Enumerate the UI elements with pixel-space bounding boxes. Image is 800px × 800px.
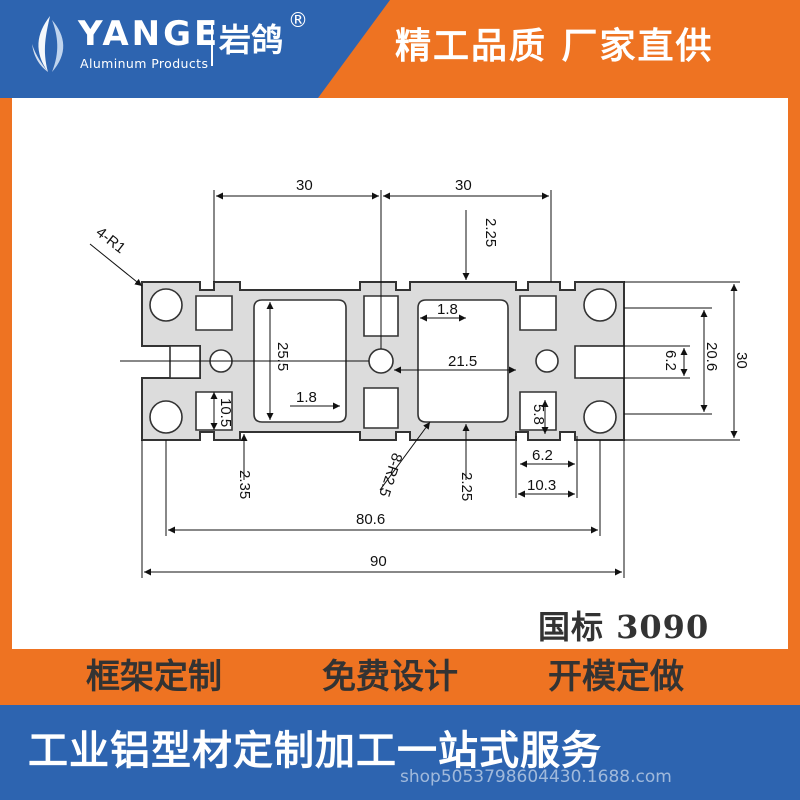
profile-drawing: 30 30 2.25 4-R1 1.8 25.5 1.8 21.5 10.5 2… — [89, 177, 750, 578]
slot-left — [169, 345, 201, 379]
corner-bore-bl — [149, 400, 183, 434]
dim-corner-radius: 4-R1 — [93, 224, 129, 257]
brand-subtitle: Aluminum Products — [80, 56, 209, 71]
header-slogan: 精工品质 厂家直供 — [395, 26, 714, 67]
dim-top-left-width: 30 — [296, 177, 313, 194]
dim-wall-thickness: 1.8 — [437, 301, 458, 318]
dim-groove-depth: 10.5 — [217, 398, 234, 427]
features-band: 框架定制 免费设计 开模定做 — [0, 649, 800, 705]
corner-bore-br — [583, 400, 617, 434]
dim-inner-width: 80.6 — [356, 511, 385, 528]
brand-divider — [211, 20, 213, 66]
groove-center-bottom — [363, 387, 399, 429]
left-rail — [0, 98, 12, 649]
header-slogan-panel — [318, 0, 800, 98]
footer-tagline: 工业铝型材定制加工一站式服务 — [28, 728, 602, 774]
slot-right — [574, 345, 625, 379]
feature-free-design: 免费设计 — [322, 657, 458, 697]
dim-slot-base: 10.3 — [527, 477, 556, 494]
dim-inner-radius: 8-R2.5 — [375, 451, 405, 499]
brand-name-cn: 岩鸽 — [219, 21, 284, 59]
standard-label: 国标 3090 — [538, 608, 710, 646]
brand-name-en: YANGE — [78, 14, 221, 54]
dim-slot-width-small: 5.8 — [530, 404, 547, 425]
dim-center-slot: 21.5 — [448, 353, 477, 370]
shop-watermark: shop5053798604430.1688.com — [400, 767, 672, 787]
dim-slot-opening: 6.2 — [532, 447, 553, 464]
footer-banner: 工业铝型材定制加工一站式服务 shop5053798604430.1688.co… — [0, 705, 800, 800]
registered-mark: ® — [288, 8, 308, 32]
dim-left-web: 1.8 — [296, 389, 317, 406]
corner-bore-tl — [149, 288, 183, 322]
corner-bore-tr — [583, 288, 617, 322]
dim-slot-depth-top: 2.25 — [482, 218, 499, 247]
dim-top-right-width: 30 — [455, 177, 472, 194]
dim-height: 30 — [733, 352, 750, 369]
dim-overall-width: 90 — [370, 553, 387, 570]
cavity-right — [417, 299, 509, 423]
leaf-logo-icon — [32, 16, 64, 72]
groove-right-top — [519, 295, 557, 331]
groove-left-top — [195, 295, 233, 331]
right-rail — [788, 98, 800, 649]
feature-frame-custom: 框架定制 — [86, 657, 222, 697]
dim-cavity-height: 25.5 — [274, 342, 291, 371]
dim-slot-depth-bottom-right: 2.25 — [458, 472, 475, 501]
feature-custom-mold: 开模定做 — [548, 657, 684, 697]
dim-slot-outer: 20.6 — [703, 342, 720, 371]
dim-slot-depth-bottom-left: 2.35 — [236, 470, 253, 499]
dimension-lines — [89, 190, 740, 578]
dim-slot-width: 6.2 — [662, 350, 679, 371]
center-bore — [368, 348, 394, 374]
bore-right-mid — [535, 349, 559, 373]
header-brand-panel: YANGE Aluminum Products 岩鸽 ® — [0, 0, 390, 98]
